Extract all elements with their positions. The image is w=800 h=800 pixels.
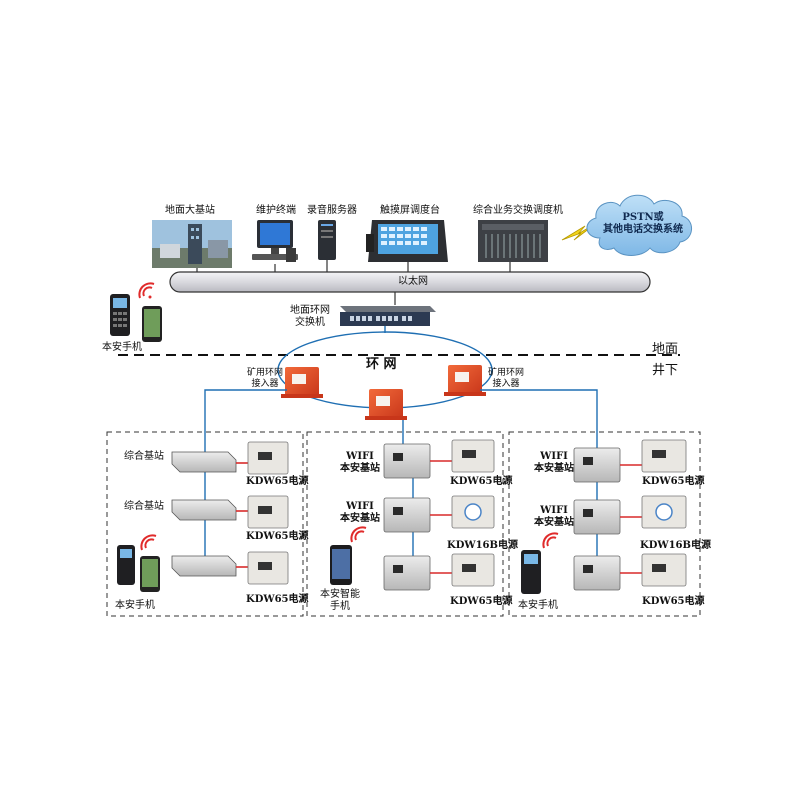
panel-3-station-label: WIFI 本安基站 [534,505,574,528]
label-switch-console: 综合业务交换调度机 [473,205,563,216]
label-ring-connector-left: 矿用环网 接入器 [247,368,284,389]
ground-ring-switch-image [340,306,436,326]
label-ring-network: 环 网 [366,357,397,372]
label-surface-phone: 本安手机 [102,342,142,353]
panel-1-power-label: KDW65电源 [246,476,309,487]
panel-3-equipment [521,439,687,594]
panel-2-power-label: KDW65电源 [450,596,513,607]
panel-1-phone-label: 本安手机 [115,600,155,611]
label-record-server: 录音服务器 [307,205,357,216]
panel-3-power-label: KDW65电源 [642,476,705,487]
maintenance-terminal-image [252,220,298,262]
panel-2-equipment [330,439,495,591]
panel-1-power-label: KDW65电源 [246,531,309,542]
recording-server-image [318,220,336,260]
panel-3 [508,431,701,617]
base-station-image [152,220,232,268]
panel-1-equipment [117,441,289,592]
ring-connector-middle [365,389,407,420]
panel-2-station-label: WIFI 本安基站 [340,501,380,524]
ring-connector-left [281,367,323,398]
pstn-cloud [586,194,692,256]
panel-2-station-label: WIFI 本安基站 [340,451,380,474]
downlinks [204,389,598,445]
panel-3-power-label: KDW65电源 [642,596,705,607]
zone-ground-label: 地面 [652,342,679,357]
ethernet-bar [169,271,651,293]
label-ring-connector-right: 矿用环网 接入器 [488,368,525,389]
panel-1-station-label: 综合基站 [124,451,164,462]
label-ethernet: 以太网 [398,276,428,287]
label-pstn-cloud: PSTN或 其他电话交换系统 [603,212,683,235]
label-base-station: 地面大基站 [165,205,215,216]
wifi-signal-icon [138,282,155,299]
panel-2 [306,431,504,617]
touch-console-image [366,220,448,262]
label-maint-terminal: 维护终端 [256,205,296,216]
panel-3-power-label: KDW16B电源 [640,540,711,551]
label-ground-switch: 地面环网 交换机 [290,305,330,328]
zone-underground-label: 井下 [652,363,679,378]
panel-1-station-label: 综合基站 [124,501,164,512]
panel-3-station-label: WIFI 本安基站 [534,451,574,474]
panel-2-power-label: KDW65电源 [450,476,513,487]
panel-1-power-label: KDW65电源 [246,594,309,605]
switch-console-image [478,220,548,262]
panel-3-phone-label: 本安手机 [518,600,558,611]
panel-1 [106,431,304,617]
panel-2-phone-label: 本安智能 手机 [320,589,360,612]
surface-phones-image [110,294,162,342]
label-touch-console: 触摸屏调度台 [380,205,440,216]
ring-connector-right [444,365,486,396]
panel-2-power-label: KDW16B电源 [447,540,518,551]
